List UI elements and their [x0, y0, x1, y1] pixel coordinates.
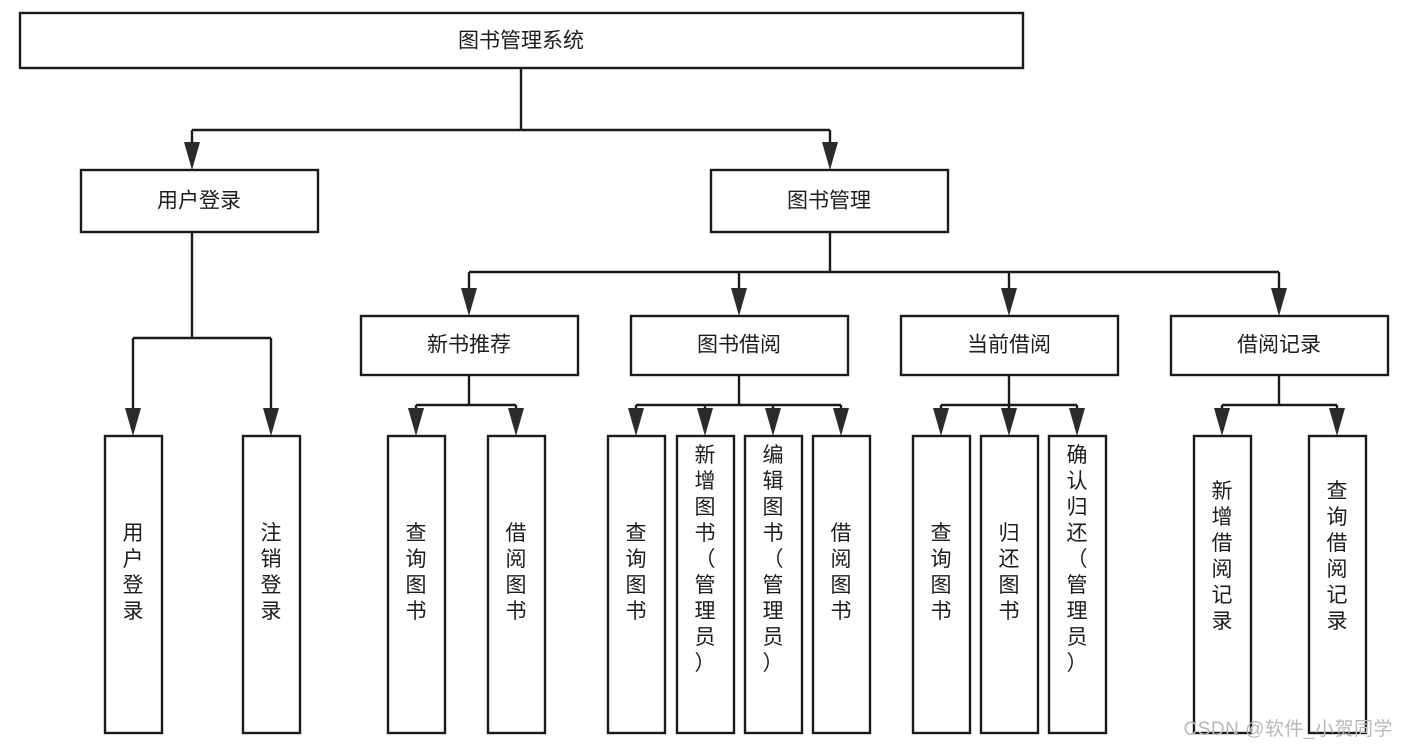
node-leaf-13[interactable]: 查询借阅记录 — [1307, 434, 1368, 735]
node-borrow[interactable]: 图书借阅 — [629, 314, 850, 377]
node-leaf-8-box[interactable] — [811, 434, 872, 735]
arrow-to-leaf-13 — [1329, 408, 1345, 436]
arrow-to-leaf-12 — [1214, 408, 1230, 436]
arrow-to-leaf-2 — [263, 408, 279, 436]
arrow-to-leaf-5 — [628, 408, 644, 436]
node-leaf-3-label: 查询图书 — [406, 522, 427, 623]
node-leaf-2-box[interactable] — [241, 434, 302, 735]
node-records-box[interactable] — [1169, 314, 1390, 377]
node-leaf-5-label: 查询图书 — [626, 522, 647, 623]
node-newbook-box[interactable] — [359, 314, 580, 377]
node-leaf-8[interactable]: 借阅图书 — [811, 434, 872, 735]
node-newbook[interactable]: 新书推荐 — [359, 314, 580, 377]
node-leaf-1-label: 用户登录 — [123, 522, 144, 623]
node-current-box[interactable] — [899, 314, 1120, 377]
node-leaf-4[interactable]: 借阅图书 — [486, 434, 547, 735]
csdn-watermark: CSDN @软件_小贺同学 — [1183, 719, 1393, 740]
node-leaf-1-box[interactable] — [103, 434, 164, 735]
arrow-to-leaf-8 — [833, 408, 849, 436]
arrow-to-leaf-6 — [697, 408, 713, 436]
node-leaf-8-label: 借阅图书 — [831, 522, 852, 623]
node-leaf-1[interactable]: 用户登录 — [103, 434, 164, 735]
node-leaf-6-label: 新增图书（管理员） — [695, 444, 716, 675]
node-leaf-10-label: 归还图书 — [999, 522, 1020, 623]
arrow-to-records — [1271, 288, 1287, 316]
node-current-label: 当前借阅 — [967, 334, 1051, 357]
arrow-to-current — [1001, 288, 1017, 316]
arrow-to-leaf-4 — [508, 408, 524, 436]
node-records[interactable]: 借阅记录 — [1169, 314, 1390, 377]
arrow-to-borrow — [731, 288, 747, 316]
node-borrow-box[interactable] — [629, 314, 850, 377]
node-leaf-4-label: 借阅图书 — [506, 522, 527, 623]
arrow-to-leaf-1 — [125, 408, 141, 436]
node-leaf-10-box[interactable] — [979, 434, 1040, 735]
node-bookmgmt[interactable]: 图书管理 — [709, 168, 950, 234]
node-leaf-12[interactable]: 新增借阅记录 — [1192, 434, 1253, 735]
node-leaf-3-box[interactable] — [386, 434, 447, 735]
node-leaf-6[interactable]: 新增图书（管理员） — [675, 434, 736, 735]
node-records-label: 借阅记录 — [1237, 334, 1321, 357]
node-leaf-11-label: 确认归还（管理员） — [1067, 444, 1088, 675]
node-login-label: 用户登录 — [157, 190, 241, 213]
connector-layer — [125, 68, 1345, 436]
node-login-box[interactable] — [79, 168, 320, 234]
node-root-box[interactable] — [18, 11, 1025, 70]
node-leaf-6-box[interactable] — [675, 434, 736, 735]
node-newbook-label: 新书推荐 — [427, 334, 511, 357]
node-leaf-2[interactable]: 注销登录 — [241, 434, 302, 735]
arrow-to-newbook — [461, 288, 477, 316]
node-current[interactable]: 当前借阅 — [899, 314, 1120, 377]
node-bookmgmt-box[interactable] — [709, 168, 950, 234]
node-leaf-5[interactable]: 查询图书 — [606, 434, 667, 735]
arrow-to-leaf-9 — [933, 408, 949, 436]
node-leaf-12-label: 新增借阅记录 — [1212, 480, 1233, 633]
node-leaf-7[interactable]: 编辑图书（管理员） — [743, 434, 804, 735]
node-leaf-10[interactable]: 归还图书 — [979, 434, 1040, 735]
node-leaf-5-box[interactable] — [606, 434, 667, 735]
node-leaf-4-box[interactable] — [486, 434, 547, 735]
node-leaf-13-box[interactable] — [1307, 434, 1368, 735]
node-leaf-13-label: 查询借阅记录 — [1327, 480, 1348, 633]
arrow-to-leaf-7 — [765, 408, 781, 436]
arrow-to-leaf-10 — [1001, 408, 1017, 436]
node-leaf-2-label: 注销登录 — [261, 522, 282, 623]
node-root[interactable]: 图书管理系统 — [18, 11, 1025, 70]
node-leaf-9-label: 查询图书 — [931, 522, 952, 623]
node-leaf-9-box[interactable] — [911, 434, 972, 735]
node-leaf-7-box[interactable] — [743, 434, 804, 735]
arrow-to-leaf-3 — [408, 408, 424, 436]
node-leaf-3[interactable]: 查询图书 — [386, 434, 447, 735]
node-leaf-11[interactable]: 确认归还（管理员） — [1047, 434, 1108, 735]
node-leaf-7-label: 编辑图书（管理员） — [763, 444, 784, 675]
node-leaf-9[interactable]: 查询图书 — [911, 434, 972, 735]
node-root-label: 图书管理系统 — [458, 30, 584, 53]
node-borrow-label: 图书借阅 — [697, 334, 781, 357]
node-bookmgmt-label: 图书管理 — [787, 190, 871, 213]
arrow-to-leaf-11 — [1069, 408, 1085, 436]
node-login[interactable]: 用户登录 — [79, 168, 320, 234]
arrow-to-login — [184, 142, 200, 170]
node-leaf-11-box[interactable] — [1047, 434, 1108, 735]
arrow-to-bookmgmt — [822, 142, 838, 170]
node-leaf-12-box[interactable] — [1192, 434, 1253, 735]
